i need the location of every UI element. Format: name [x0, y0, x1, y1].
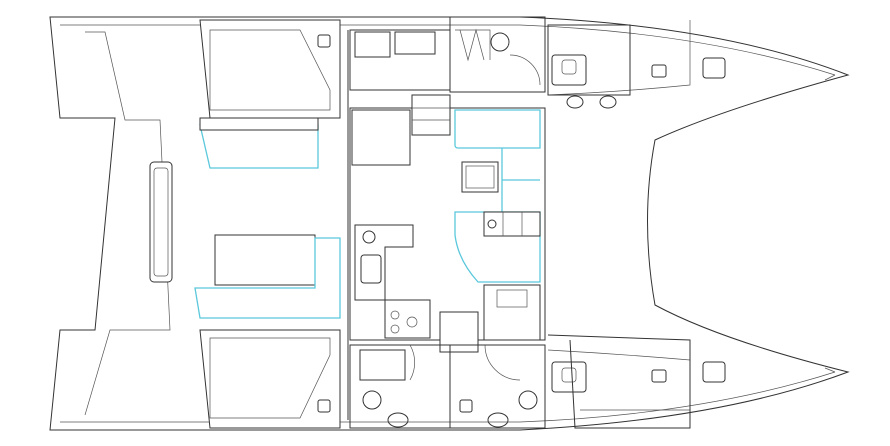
saloon-cabinet — [351, 109, 411, 166]
toilet-icon — [490, 32, 510, 52]
cockpit — [149, 30, 349, 420]
galley-sink — [360, 254, 382, 284]
cockpit-table — [149, 161, 173, 283]
toilet-icon — [362, 390, 382, 410]
galley-stove — [384, 299, 431, 339]
galley-bin — [362, 230, 376, 244]
saloon-table — [461, 161, 499, 193]
aft-bench-bottom — [194, 237, 341, 319]
cabin-aft-starboard — [199, 329, 341, 429]
shower-port — [551, 54, 587, 86]
hatch-fwd-port — [702, 57, 726, 79]
aft-table — [214, 234, 316, 286]
saloon — [349, 94, 546, 353]
stove-burners — [390, 310, 418, 334]
toilet-icon — [518, 390, 538, 410]
hatch-fwd-starboard — [702, 361, 726, 383]
nav-station — [483, 284, 541, 341]
head-port — [449, 16, 546, 93]
hull-outline — [49, 16, 850, 431]
aft-bench-top — [199, 124, 319, 169]
companionway-steps-fwd — [411, 94, 451, 136]
forward-port-hull — [349, 16, 726, 109]
cabin-aft-port — [199, 19, 341, 119]
companionway-steps-aft — [439, 311, 479, 353]
forward-starboard-hull — [349, 334, 726, 429]
aft-cabins — [199, 19, 341, 429]
saloon-settee-bottom — [454, 211, 541, 283]
saloon-settee-top — [454, 109, 541, 149]
shower-starboard — [551, 361, 587, 393]
